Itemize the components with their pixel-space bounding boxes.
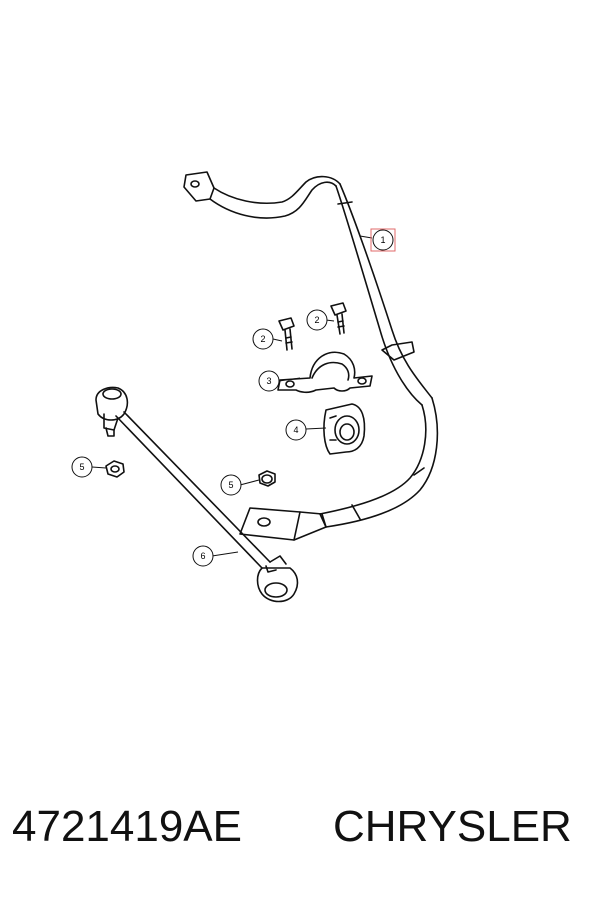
callout-5a: 5 (79, 462, 84, 472)
callout-6: 6 (200, 551, 205, 561)
callout-4: 4 (293, 425, 298, 435)
callout-6-circle (192, 545, 214, 567)
callout-1: 1 (380, 235, 385, 245)
stabilizer-link (95, 386, 299, 603)
callout-2b: 2 (314, 315, 319, 325)
callout-5a-circle (71, 456, 93, 478)
callout-2a-circle (252, 328, 274, 350)
callout-3: 3 (266, 376, 271, 386)
callout-3-circle (258, 370, 280, 392)
callout-1-circle (372, 229, 394, 251)
nut-left (105, 460, 125, 478)
bushing (323, 403, 366, 455)
part-number: 4721419AE (12, 802, 242, 851)
nut-right (258, 470, 276, 487)
sway-bar-exploded-diagram: 1 2 2 3 4 5 5 6 (71, 171, 439, 603)
bolt-left (278, 317, 295, 351)
callout-1-highlight (370, 228, 396, 252)
callout-5b: 5 (228, 480, 233, 490)
bolt-right (330, 302, 347, 335)
caption: 4721419AE CHRYSLER (0, 790, 600, 870)
callout-2b-circle (306, 309, 328, 331)
callout-2a: 2 (260, 334, 265, 344)
callout-4-circle (285, 419, 307, 441)
callout-5b-circle (220, 474, 242, 496)
stabilizer-bar (183, 171, 439, 541)
brand-name: CHRYSLER (333, 802, 572, 851)
clamp-bracket (277, 351, 373, 394)
